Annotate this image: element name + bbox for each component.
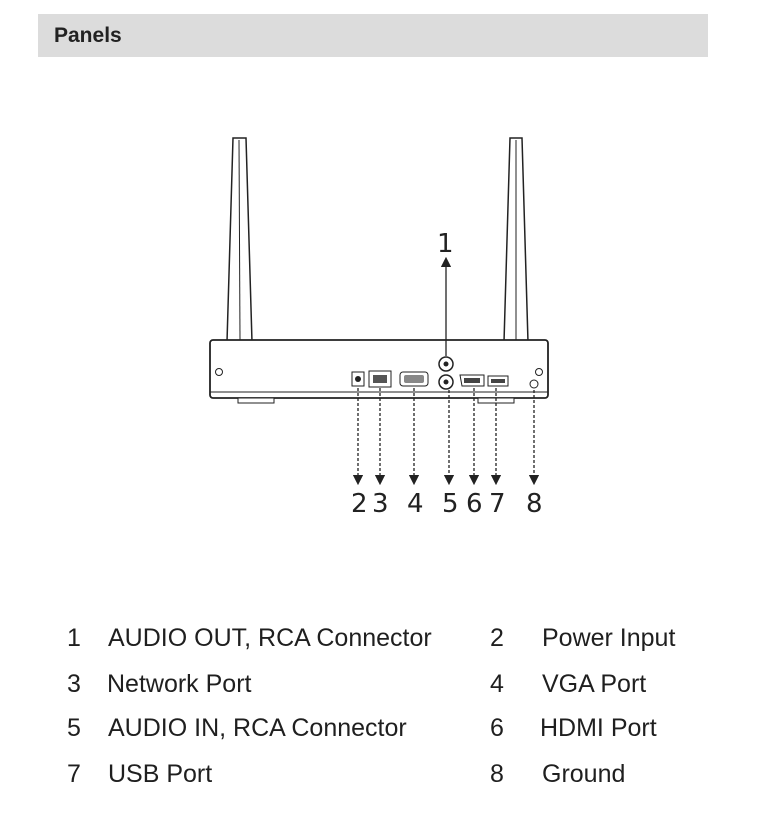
hdmi-port [459, 374, 485, 387]
callout-2: 2 [351, 489, 368, 519]
vga-port [399, 371, 429, 387]
network-port [368, 370, 392, 388]
callout-4: 4 [407, 489, 424, 519]
rear-panel-diagram: 1 2 3 4 5 6 7 8 [209, 137, 549, 519]
callout-5: 5 [442, 489, 459, 519]
left-antenna [226, 137, 257, 369]
callout-3: 3 [372, 489, 389, 519]
ground-screw [529, 379, 539, 389]
callout-6: 6 [466, 489, 483, 519]
usb-port [487, 375, 509, 387]
power-input-port [351, 371, 365, 387]
section-title: Panels [54, 24, 122, 47]
right-antenna [503, 137, 530, 369]
callout-7: 7 [489, 489, 506, 519]
audio-in-port [438, 374, 454, 390]
callout-1: 1 [437, 229, 454, 259]
callout-8: 8 [526, 489, 543, 519]
section-header: Panels [38, 14, 708, 57]
audio-out-port [438, 356, 454, 372]
